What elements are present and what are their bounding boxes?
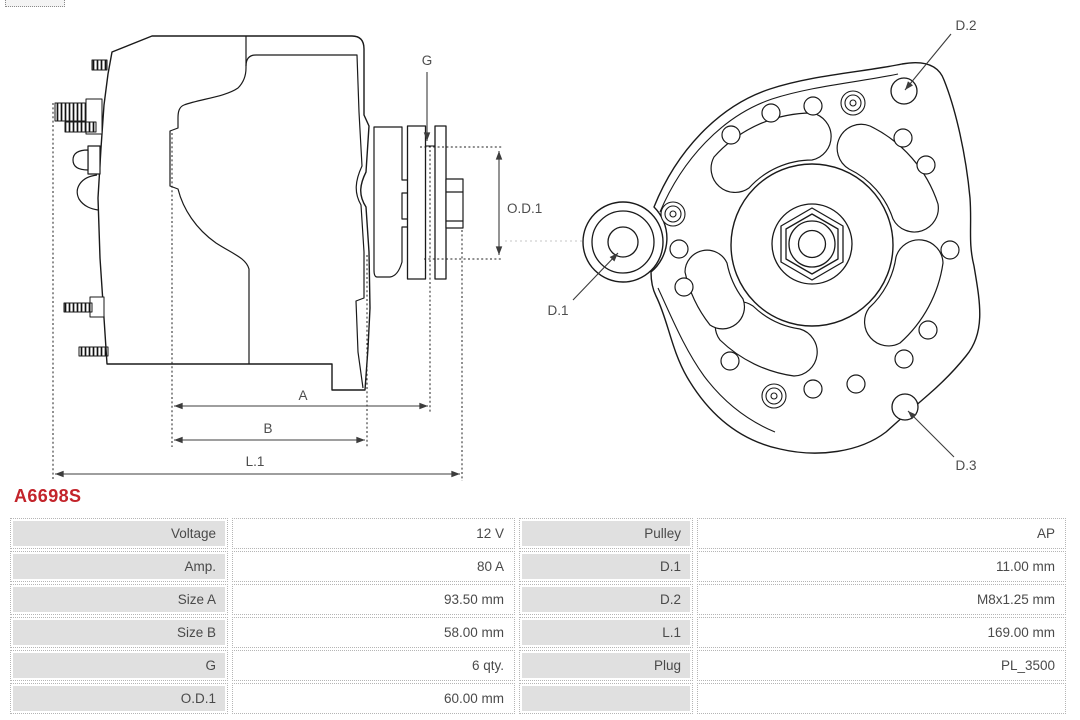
- label-b: B: [263, 421, 272, 436]
- alternator-body-outline: [97, 35, 371, 391]
- spec-label-amp: Amp.: [10, 551, 228, 582]
- spec-value-g: 6 qty.: [232, 650, 515, 681]
- spec-value-amp: 80 A: [232, 551, 515, 582]
- spec-label-empty: [519, 683, 693, 714]
- pulley-front-disc: [434, 125, 447, 280]
- spec-label-pulley: Pulley: [519, 518, 693, 549]
- pulley-rear-disc: [406, 125, 427, 280]
- label-a: A: [298, 388, 307, 403]
- through-bolt-screws: [660, 90, 866, 409]
- spec-label-od1: O.D.1: [10, 683, 228, 714]
- spec-label-d1: D.1: [519, 551, 693, 582]
- label-g: G: [422, 53, 433, 68]
- hole-d2: [890, 77, 918, 105]
- spec-value-empty: [697, 683, 1066, 714]
- spec-value-voltage: 12 V: [232, 518, 515, 549]
- hole-d1: [607, 226, 639, 258]
- spec-value-l1: 169.00 mm: [697, 617, 1066, 648]
- label-d2: D.2: [955, 18, 976, 33]
- part-number: A6698S: [14, 486, 82, 506]
- alternator-diagram-svg: G O.D.1 A B L.1: [52, 18, 981, 481]
- leader-lines: [572, 33, 955, 458]
- vent-slots: [684, 112, 944, 377]
- spec-label-voltage: Voltage: [10, 518, 228, 549]
- front-bearing-nose: [373, 126, 409, 278]
- label-d3: D.3: [955, 458, 976, 473]
- hole-d3: [891, 393, 919, 421]
- clipped-corner-artifact: [5, 0, 65, 7]
- technical-drawing: G O.D.1 A B L.1: [52, 18, 981, 481]
- spec-value-d2: M8x1.25 mm: [697, 584, 1066, 615]
- side-view: [54, 35, 464, 391]
- spec-label-d2: D.2: [519, 584, 693, 615]
- spec-label-size-a: Size A: [10, 584, 228, 615]
- shaft-nut-front: [771, 203, 853, 285]
- spec-label-g: G: [10, 650, 228, 681]
- terminal-lug: [72, 145, 101, 211]
- spec-label-size-b: Size B: [10, 617, 228, 648]
- spec-value-d1: 11.00 mm: [697, 551, 1066, 582]
- end-view: [582, 62, 981, 454]
- spec-value-size-a: 93.50 mm: [232, 584, 515, 615]
- label-l1: L.1: [246, 454, 265, 469]
- spec-table: Voltage 12 V Pulley AP Amp. 80 A D.1 11.…: [10, 518, 1066, 714]
- spec-label-l1: L.1: [519, 617, 693, 648]
- dimension-lines: [54, 72, 503, 478]
- reference-lines: [52, 103, 503, 481]
- shaft-nut: [445, 178, 464, 229]
- label-od1: O.D.1: [507, 201, 542, 216]
- label-d1: D.1: [547, 303, 568, 318]
- spec-value-pulley: AP: [697, 518, 1066, 549]
- spec-value-od1: 60.00 mm: [232, 683, 515, 714]
- mounting-studs: [54, 59, 109, 357]
- spec-value-plug: PL_3500: [697, 650, 1066, 681]
- spec-value-size-b: 58.00 mm: [232, 617, 515, 648]
- spec-label-plug: Plug: [519, 650, 693, 681]
- vent-holes: [669, 96, 960, 399]
